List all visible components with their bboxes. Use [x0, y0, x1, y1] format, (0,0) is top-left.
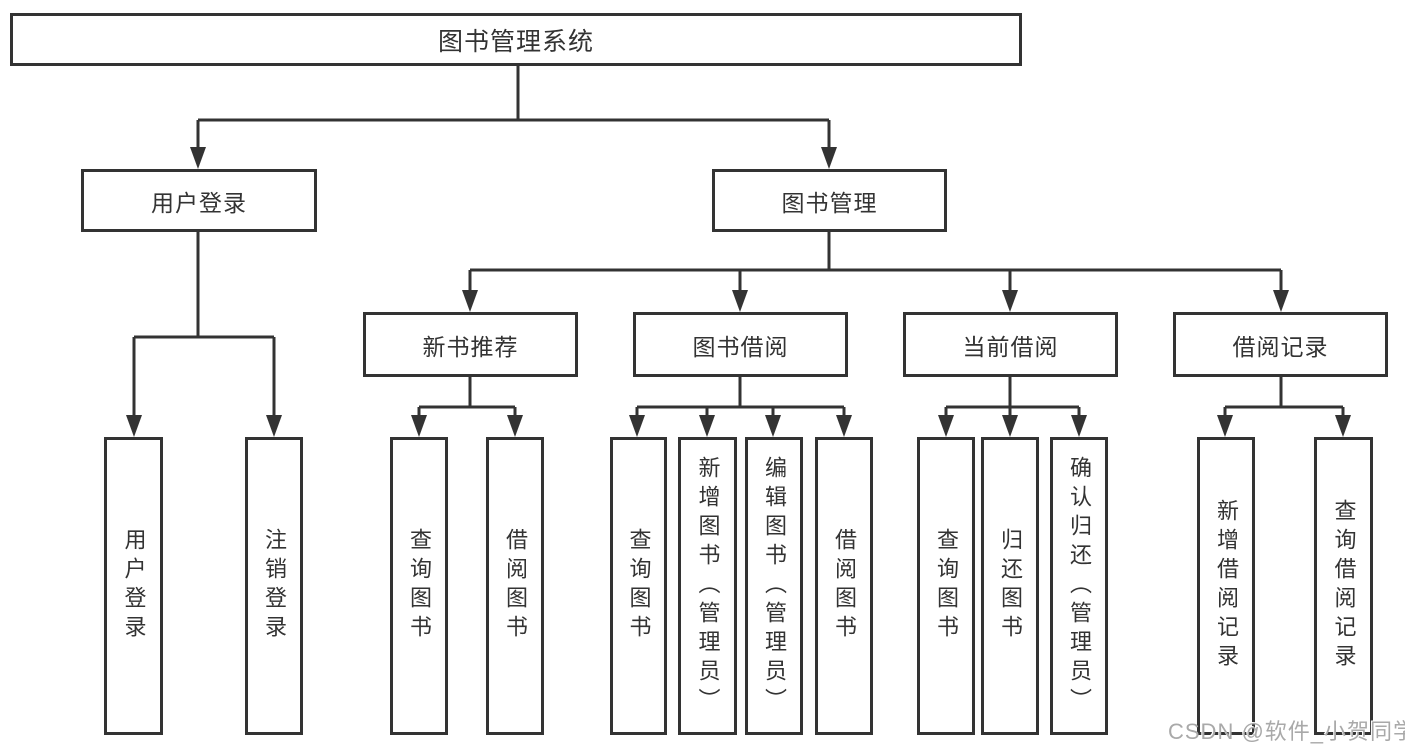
leaf-current-return-books: 归还图书: [981, 437, 1039, 735]
leaf-borrowing-borrow-books: 借阅图书: [815, 437, 873, 735]
leaf-current-confirm-return-admin: 确认归还（管理员）: [1050, 437, 1108, 735]
connector-lines: [132, 66, 1345, 419]
leaf-borrowing-borrow-books-label: 借阅图书: [832, 528, 857, 644]
node-new-book-recommend: 新书推荐: [363, 312, 578, 377]
node-new-book-recommend-label: 新书推荐: [422, 333, 519, 360]
node-user-login: 用户登录: [81, 169, 317, 232]
node-borrow-records: 借阅记录: [1173, 312, 1388, 377]
leaf-records-query-record: 查询借阅记录: [1314, 437, 1373, 735]
leaf-recommend-query-books: 查询图书: [390, 437, 448, 735]
node-root-label: 图书管理系统: [437, 27, 594, 56]
leaf-recommend-borrow-books: 借阅图书: [486, 437, 544, 735]
node-book-borrowing: 图书借阅: [633, 312, 848, 377]
leaf-borrowing-add-books-admin: 新增图书（管理员）: [678, 437, 737, 735]
node-user-login-label: 用户登录: [151, 189, 247, 216]
node-current-borrowing-label: 当前借阅: [962, 333, 1059, 360]
node-root: 图书管理系统: [10, 13, 1022, 66]
node-book-management-label: 图书管理: [781, 189, 878, 216]
leaf-borrowing-edit-books-admin: 编辑图书（管理员）: [745, 437, 803, 735]
leaf-recommend-query-books-label: 查询图书: [407, 528, 432, 644]
leaf-records-query-record-label: 查询借阅记录: [1331, 499, 1357, 673]
leaf-borrowing-query-books: 查询图书: [610, 437, 667, 735]
node-borrow-records-label: 借阅记录: [1232, 333, 1329, 360]
leaf-current-return-books-label: 归还图书: [998, 528, 1023, 644]
node-book-management: 图书管理: [712, 169, 947, 232]
leaf-borrowing-edit-books-admin-label: 编辑图书（管理员）: [762, 455, 787, 717]
leaf-user-login: 用户登录: [104, 437, 163, 735]
leaf-recommend-borrow-books-label: 借阅图书: [503, 528, 528, 644]
leaf-user-login-label: 用户登录: [121, 528, 147, 644]
leaf-records-add-record: 新增借阅记录: [1197, 437, 1255, 735]
leaf-records-add-record-label: 新增借阅记录: [1214, 499, 1239, 673]
leaf-borrowing-add-books-admin-label: 新增图书（管理员）: [695, 455, 721, 717]
csdn-watermark: CSDN @软件_小贺同学: [1168, 719, 1405, 744]
leaf-logout-label: 注销登录: [262, 528, 287, 644]
leaf-current-query-books: 查询图书: [917, 437, 975, 735]
arrowheads: [126, 147, 1351, 437]
node-book-borrowing-label: 图书借阅: [692, 333, 789, 360]
node-current-borrowing: 当前借阅: [903, 312, 1118, 377]
leaf-current-query-books-label: 查询图书: [934, 528, 959, 644]
leaf-current-confirm-return-admin-label: 确认归还（管理员）: [1067, 455, 1092, 717]
leaf-logout: 注销登录: [245, 437, 303, 735]
leaf-borrowing-query-books-label: 查询图书: [626, 528, 652, 644]
